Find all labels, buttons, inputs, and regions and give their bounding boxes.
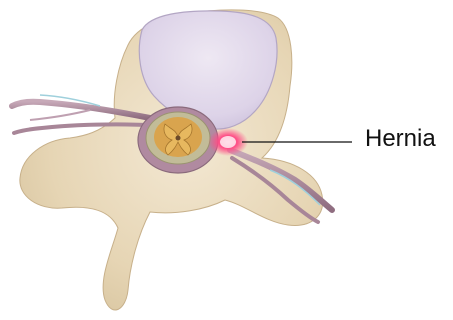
- spinal-cord: [154, 117, 202, 157]
- hernia-label: Hernia: [365, 127, 436, 151]
